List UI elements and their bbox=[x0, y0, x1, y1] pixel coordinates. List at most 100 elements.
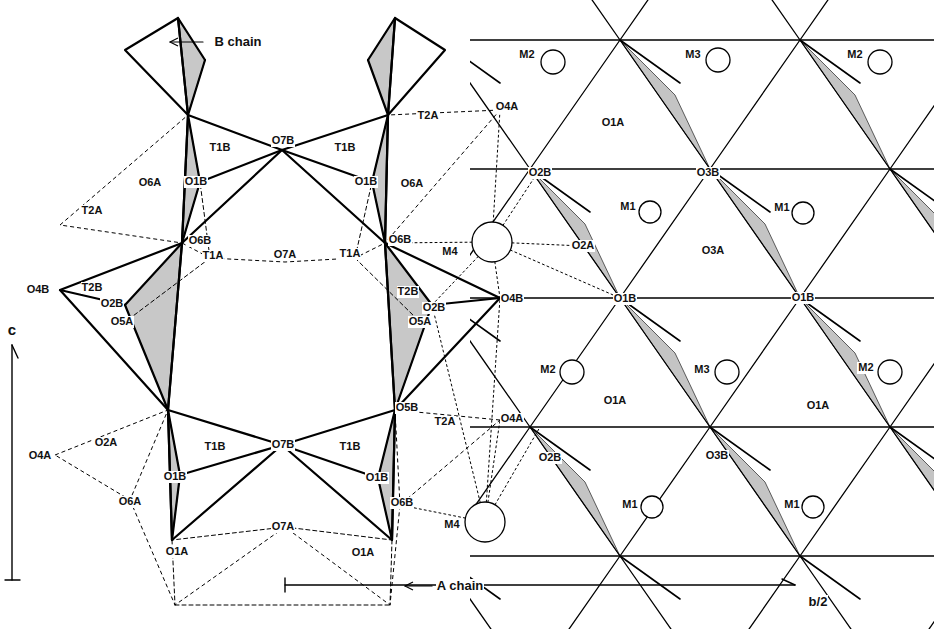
site-label: O2B bbox=[538, 452, 563, 464]
site-label: O1A bbox=[806, 400, 831, 412]
cation-site bbox=[472, 222, 512, 262]
site-label: M1 bbox=[619, 201, 636, 213]
m4-bond bbox=[485, 298, 500, 522]
site-label: O1A bbox=[351, 547, 376, 559]
site-label: O3A bbox=[701, 245, 726, 257]
site-label: O1B bbox=[791, 292, 816, 304]
b-chain-edge bbox=[372, 115, 388, 182]
octahedron-edge bbox=[470, 426, 530, 427]
shaded-face bbox=[620, 298, 710, 427]
b-chain-edge bbox=[395, 305, 432, 410]
site-label: T2B bbox=[397, 286, 420, 298]
b-chain-edge bbox=[188, 115, 200, 182]
a-chain-edge bbox=[175, 605, 390, 606]
axis-tick bbox=[5, 579, 20, 580]
cation-site bbox=[465, 502, 505, 542]
cation-site bbox=[878, 360, 902, 384]
cation-site bbox=[541, 50, 565, 74]
octahedron-edge bbox=[620, 427, 710, 556]
site-label: T2A bbox=[434, 416, 457, 428]
site-label: T1B bbox=[209, 142, 232, 154]
octahedron-edge bbox=[620, 556, 710, 629]
site-label: O1B bbox=[354, 176, 379, 188]
b-chain-edge bbox=[180, 445, 282, 475]
axis-tick bbox=[284, 578, 285, 592]
site-label: O1B bbox=[613, 293, 638, 305]
site-label: T1A bbox=[339, 248, 362, 260]
site-label: O2B bbox=[528, 167, 553, 179]
octahedron-edge bbox=[890, 427, 934, 556]
site-label: O4A bbox=[495, 101, 520, 113]
cation-oxygen-bond bbox=[620, 556, 680, 599]
site-label: O1B bbox=[184, 176, 209, 188]
shaded-face bbox=[385, 243, 432, 410]
m4-bond bbox=[492, 242, 620, 298]
b-chain-edge bbox=[372, 182, 385, 243]
cation-oxygen-bond bbox=[470, 298, 500, 341]
shaded-face bbox=[890, 427, 934, 556]
site-label: O1A bbox=[603, 395, 628, 407]
cation-site bbox=[560, 360, 584, 384]
site-label: b/2 bbox=[808, 595, 829, 609]
b-chain-edge bbox=[125, 243, 182, 305]
cation-site bbox=[792, 202, 814, 224]
site-label: A chain bbox=[436, 579, 484, 593]
shaded-face bbox=[800, 298, 890, 427]
octahedron-edge bbox=[710, 426, 890, 427]
octahedron-edge bbox=[620, 298, 710, 427]
site-label: M2 bbox=[518, 49, 535, 61]
octahedron-edge bbox=[800, 427, 890, 556]
octahedron-edge bbox=[470, 39, 620, 40]
b-chain-edge bbox=[172, 475, 180, 540]
octahedron-edge bbox=[530, 0, 620, 40]
octahedron-edge bbox=[470, 555, 620, 556]
octahedron-edge bbox=[800, 556, 890, 629]
site-label: O2A bbox=[571, 240, 596, 252]
octahedron-edge bbox=[470, 169, 530, 298]
a-chain-tetrahedron bbox=[60, 115, 188, 243]
b-chain-edge bbox=[200, 150, 282, 182]
b-chain-edge bbox=[178, 18, 205, 60]
octahedron-edge bbox=[800, 169, 890, 298]
octahedron-edge bbox=[710, 168, 890, 169]
cation-site bbox=[639, 201, 661, 223]
cation-oxygen-bond bbox=[890, 169, 934, 212]
site-label: T1B bbox=[334, 142, 357, 154]
site-label: T1A bbox=[202, 250, 225, 262]
b-chain-edge bbox=[378, 478, 392, 540]
arrow-head bbox=[12, 345, 18, 358]
octahedron-edge bbox=[890, 168, 934, 169]
octahedron-edge bbox=[710, 556, 800, 629]
site-label: O3B bbox=[705, 450, 730, 462]
site-label: M2 bbox=[857, 362, 874, 374]
pointer-arrow bbox=[170, 41, 203, 42]
site-label: O3B bbox=[696, 167, 721, 179]
cation-oxygen-bond bbox=[710, 427, 770, 470]
octahedron-edge bbox=[710, 427, 800, 556]
octahedron-edge bbox=[530, 427, 620, 556]
octahedron-edge bbox=[620, 0, 710, 40]
octahedron-edge bbox=[470, 168, 530, 169]
cation-oxygen-bond bbox=[800, 298, 860, 341]
cation-oxygen-bond bbox=[890, 427, 934, 470]
octahedron-edge bbox=[890, 0, 934, 40]
site-label: O6B bbox=[390, 497, 415, 509]
site-label: c bbox=[7, 322, 17, 338]
site-label: O5A bbox=[110, 316, 135, 328]
site-label: M4 bbox=[443, 519, 460, 531]
site-label: T1B bbox=[339, 441, 362, 453]
site-label: B chain bbox=[214, 35, 263, 49]
b-chain-tetrahedron bbox=[282, 410, 395, 540]
a-chain-edge bbox=[355, 182, 372, 258]
site-label: O4A bbox=[500, 413, 525, 425]
site-label: O1B bbox=[163, 471, 188, 483]
octahedron-edge bbox=[890, 169, 934, 298]
cation-oxygen-bond bbox=[620, 40, 680, 83]
arrow-head bbox=[170, 38, 178, 46]
site-label: M1 bbox=[783, 499, 800, 511]
site-label: M2 bbox=[846, 49, 863, 61]
a-chain-tetrahedron bbox=[385, 110, 500, 243]
site-label: O2A bbox=[94, 437, 119, 449]
shaded-face bbox=[530, 427, 620, 556]
